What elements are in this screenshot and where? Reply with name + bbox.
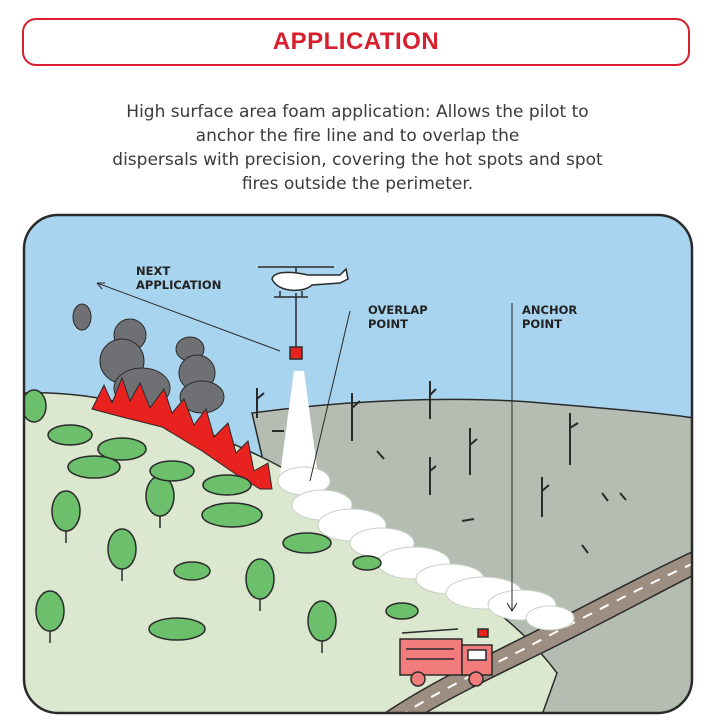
pointer-lines	[96, 282, 518, 612]
description-line: dispersals with precision, covering the …	[112, 150, 603, 170]
illustration: NEXT APPLICATION OVERLAP POINT ANCHOR PO…	[22, 213, 694, 715]
foam-trail	[277, 371, 575, 631]
description-line: anchor the fire line and to overlap the	[195, 126, 520, 146]
fire	[91, 376, 273, 490]
water-bucket	[289, 346, 303, 360]
shrubs	[47, 424, 419, 641]
page-title: APPLICATION	[272, 28, 440, 55]
overlap-point-label: OVERLAP POINT	[368, 303, 432, 331]
description-line: fires outside the perimeter.	[241, 174, 474, 194]
title-box: APPLICATION	[22, 18, 690, 66]
illustration-frame	[22, 213, 694, 715]
helicopter	[258, 266, 349, 360]
trees	[24, 389, 337, 653]
description: High surface area foam application: Allo…	[70, 100, 645, 196]
next-application-label: NEXT APPLICATION	[136, 264, 221, 292]
description-line: High surface area foam application: Allo…	[126, 102, 589, 122]
smoke	[72, 303, 225, 414]
fire-truck	[399, 628, 493, 687]
anchor-point-label: ANCHOR POINT	[522, 303, 581, 331]
burned-snags	[256, 381, 627, 554]
